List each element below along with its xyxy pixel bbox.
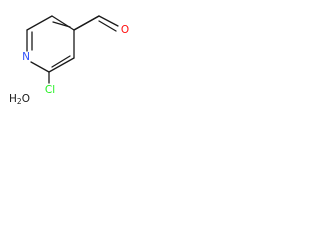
water-subscript: 2 — [16, 97, 22, 106]
bond-n1-c2 — [30, 61, 50, 73]
bond-c2-c3-inner — [51, 55, 71, 68]
oxygen-atom-label: O — [121, 24, 129, 36]
bond-c4-c5-inner — [52, 21, 71, 28]
bond-cho-o-double — [98, 20, 117, 32]
nitrogen-atom-label: N — [22, 51, 30, 63]
water-hydrogen: H — [9, 93, 17, 105]
water-formula: H2O — [9, 94, 30, 106]
bond-c4-cho — [73, 15, 100, 31]
bond-c5-c6 — [26, 15, 53, 31]
water-oxygen: O — [21, 93, 30, 105]
bond-c2-c3 — [48, 57, 75, 73]
molecule-structure: N Cl O — [22, 15, 129, 96]
bond-cho-o — [98, 15, 119, 27]
chlorine-atom-label: Cl — [45, 84, 55, 96]
bond-c4-c5 — [51, 15, 75, 31]
